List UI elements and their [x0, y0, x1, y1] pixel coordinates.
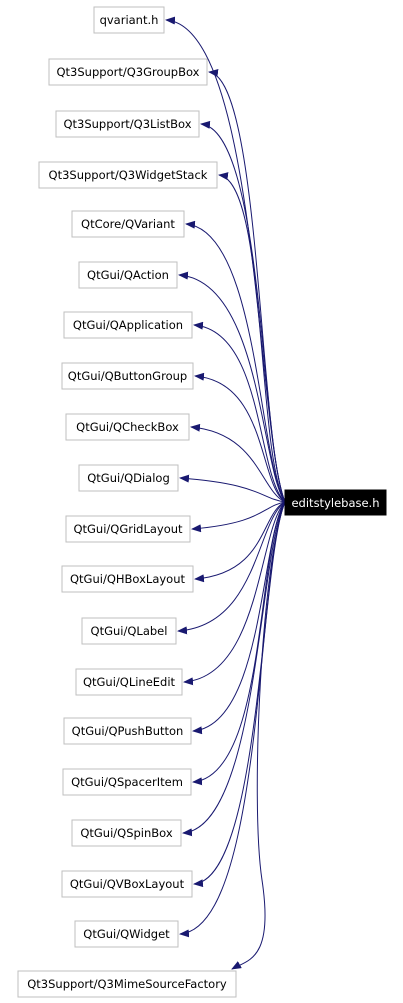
- node-box: [55, 110, 200, 138]
- node-label: Qt3Support/Q3WidgetStack: [49, 168, 208, 182]
- node-qt3support-q3groupbox[interactable]: Qt3Support/Q3GroupBox: [48, 58, 208, 86]
- node-box: [71, 819, 182, 847]
- node-qtgui-qvboxlayout[interactable]: QtGui/QVBoxLayout: [61, 870, 193, 898]
- source-node-label: editstylebase.h: [291, 496, 379, 510]
- edge-to-qtgui-qspaceritem: [192, 501, 286, 786]
- node-box: [61, 565, 194, 593]
- node-qtgui-qcheckbox[interactable]: QtGui/QCheckBox: [65, 413, 190, 441]
- node-box: [71, 210, 185, 238]
- node-qtcore-qvariant[interactable]: QtCore/QVariant: [71, 210, 185, 238]
- node-label: qvariant.h: [100, 13, 159, 27]
- node-box: [78, 261, 178, 289]
- node-label: QtGui/QDialog: [87, 471, 170, 485]
- node-qtgui-qhboxlayout[interactable]: QtGui/QHBoxLayout: [61, 565, 194, 593]
- node-qt3support-q3widgetstack[interactable]: Qt3Support/Q3WidgetStack: [38, 161, 218, 189]
- edge-to-qtgui-qbuttongroup: [194, 372, 286, 503]
- node-box: [48, 58, 208, 86]
- node-label: QtGui/QHBoxLayout: [70, 572, 185, 586]
- edge-to-qtgui-qcheckbox: [190, 423, 286, 503]
- node-box: [63, 717, 192, 745]
- node-label: Qt3Support/Q3ListBox: [63, 117, 191, 131]
- edges-layer: [165, 16, 286, 970]
- edge-to-qt3support-q3groupbox: [208, 69, 286, 503]
- node-qvariant-h[interactable]: qvariant.h: [93, 6, 165, 34]
- node-box: [63, 311, 193, 339]
- edge-to-qt3support-q3mimesourcefactory: [231, 501, 286, 970]
- node-qtgui-qlineedit[interactable]: QtGui/QLineEdit: [75, 668, 183, 696]
- node-qtgui-qspaceritem[interactable]: QtGui/QSpacerItem: [62, 768, 192, 796]
- edge-to-qtgui-qpushbutton: [192, 501, 286, 735]
- node-qtgui-qlabel[interactable]: QtGui/QLabel: [81, 617, 177, 645]
- node-box: [75, 668, 183, 696]
- node-box: [65, 413, 190, 441]
- node-box: [65, 515, 191, 543]
- node-qt3support-q3listbox[interactable]: Qt3Support/Q3ListBox: [55, 110, 200, 138]
- node-box: [74, 920, 179, 948]
- edge-to-qtgui-qlabel: [177, 501, 286, 635]
- node-label: QtGui/QSpacerItem: [71, 775, 183, 789]
- node-label: QtGui/QAction: [87, 268, 169, 282]
- edge-to-qtgui-qaction: [178, 271, 286, 503]
- node-label: QtGui/QVBoxLayout: [70, 877, 185, 891]
- node-label: QtGui/QButtonGroup: [68, 369, 187, 383]
- node-qtgui-qgridlayout[interactable]: QtGui/QGridLayout: [65, 515, 191, 543]
- node-label: QtCore/QVariant: [81, 217, 175, 231]
- source-node-box: [284, 489, 387, 516]
- edge-to-qtgui-qspinbox: [182, 501, 286, 837]
- edge-to-qtgui-qhboxlayout: [194, 501, 286, 583]
- node-qtgui-qwidget[interactable]: QtGui/QWidget: [74, 920, 179, 948]
- edge-to-qtgui-qapplication: [193, 321, 286, 503]
- node-label: QtGui/QCheckBox: [76, 420, 179, 434]
- node-label: QtGui/QApplication: [73, 318, 183, 332]
- node-qtgui-qdialog[interactable]: QtGui/QDialog: [78, 464, 179, 492]
- node-box: [93, 6, 165, 34]
- node-box: [62, 768, 192, 796]
- node-label: QtGui/QLabel: [91, 624, 168, 638]
- node-box: [61, 870, 193, 898]
- node-box: [81, 617, 177, 645]
- node-qtgui-qaction[interactable]: QtGui/QAction: [78, 261, 178, 289]
- edge-to-qtgui-qdialog: [179, 474, 286, 503]
- edge-to-qtcore-qvariant: [185, 220, 286, 503]
- edge-to-qtgui-qgridlayout: [191, 501, 286, 533]
- node-label: QtGui/QLineEdit: [83, 675, 176, 689]
- node-label: Qt3Support/Q3MimeSourceFactory: [27, 977, 227, 991]
- node-label: QtGui/QGridLayout: [73, 522, 183, 536]
- source-node[interactable]: editstylebase.h: [284, 489, 387, 516]
- node-qtgui-qpushbutton[interactable]: QtGui/QPushButton: [63, 717, 192, 745]
- node-qt3support-q3mimesourcefactory[interactable]: Qt3Support/Q3MimeSourceFactory: [17, 970, 237, 998]
- node-qtgui-qbuttongroup[interactable]: QtGui/QButtonGroup: [61, 362, 194, 390]
- node-box: [61, 362, 194, 390]
- node-box: [38, 161, 218, 189]
- edge-to-qt3support-q3listbox: [200, 120, 286, 503]
- node-qtgui-qspinbox[interactable]: QtGui/QSpinBox: [71, 819, 182, 847]
- node-box: [17, 970, 237, 998]
- edge-to-qt3support-q3widgetstack: [218, 172, 286, 503]
- node-label: QtGui/QSpinBox: [80, 826, 173, 840]
- edge-to-qtgui-qlineedit: [183, 501, 286, 686]
- node-label: QtGui/QPushButton: [72, 724, 184, 738]
- node-label: Qt3Support/Q3GroupBox: [57, 65, 200, 79]
- node-label: QtGui/QWidget: [83, 927, 170, 941]
- node-qtgui-qapplication[interactable]: QtGui/QApplication: [63, 311, 193, 339]
- nodes-layer: qvariant.hQt3Support/Q3GroupBoxQt3Suppor…: [17, 6, 237, 998]
- node-box: [78, 464, 179, 492]
